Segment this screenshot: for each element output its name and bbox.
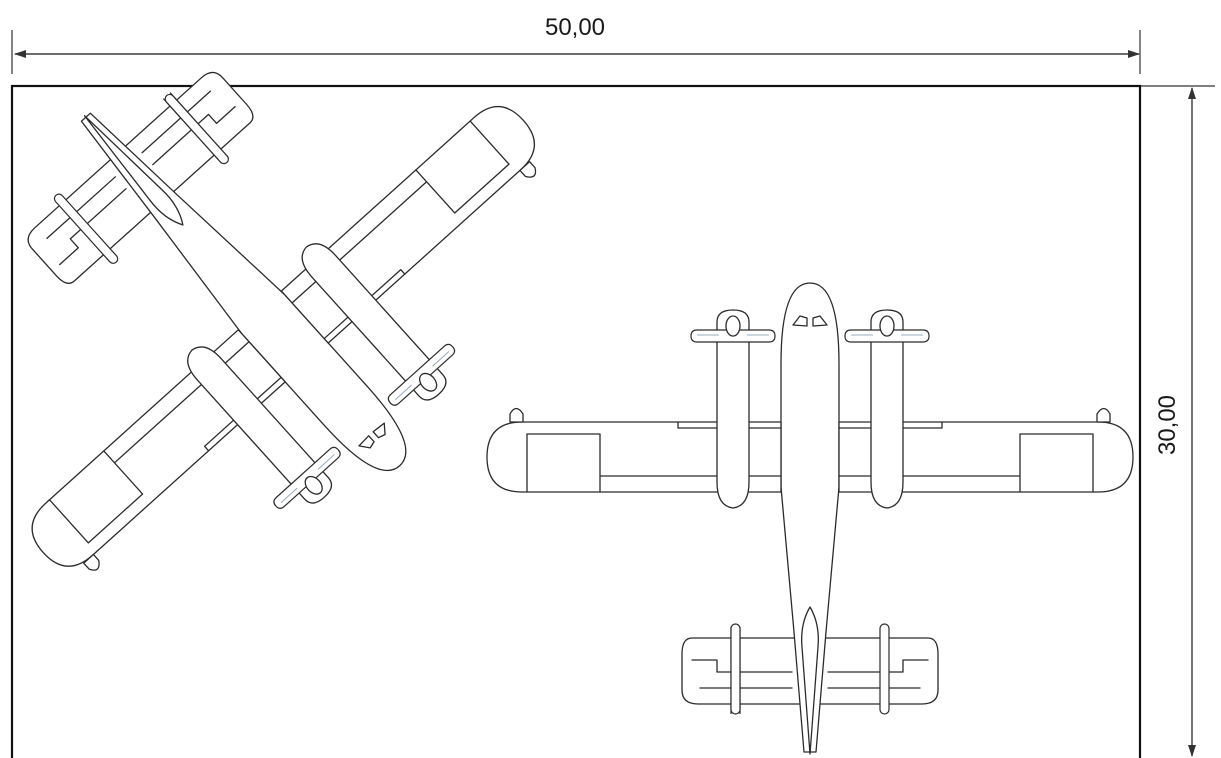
hangar-outline bbox=[10, 84, 1142, 758]
aircraft-upright bbox=[486, 282, 1134, 755]
width-dimension-label: 50,00 bbox=[545, 14, 605, 41]
aircraft-rotated bbox=[0, 0, 641, 683]
height-dimension-label: 30,00 bbox=[1154, 395, 1181, 455]
